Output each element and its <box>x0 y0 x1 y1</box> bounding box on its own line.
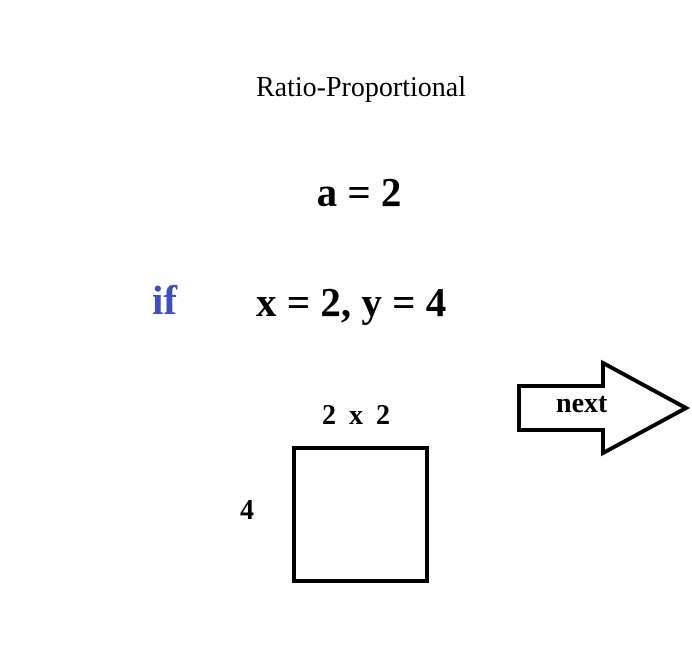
next-label: next <box>556 388 608 419</box>
page-title: Ratio-Proportional <box>256 72 466 103</box>
formula-a: a = 2 <box>316 169 402 215</box>
square-side-label: 4 <box>240 495 254 526</box>
next-button[interactable]: next <box>516 358 692 458</box>
right-arrow-icon <box>517 359 691 457</box>
condition-expression: x = 2, y = 4 <box>256 279 447 325</box>
square-shape <box>292 446 429 583</box>
if-keyword: if <box>152 277 178 323</box>
square-dimensions-label: 2 x 2 <box>322 400 390 431</box>
